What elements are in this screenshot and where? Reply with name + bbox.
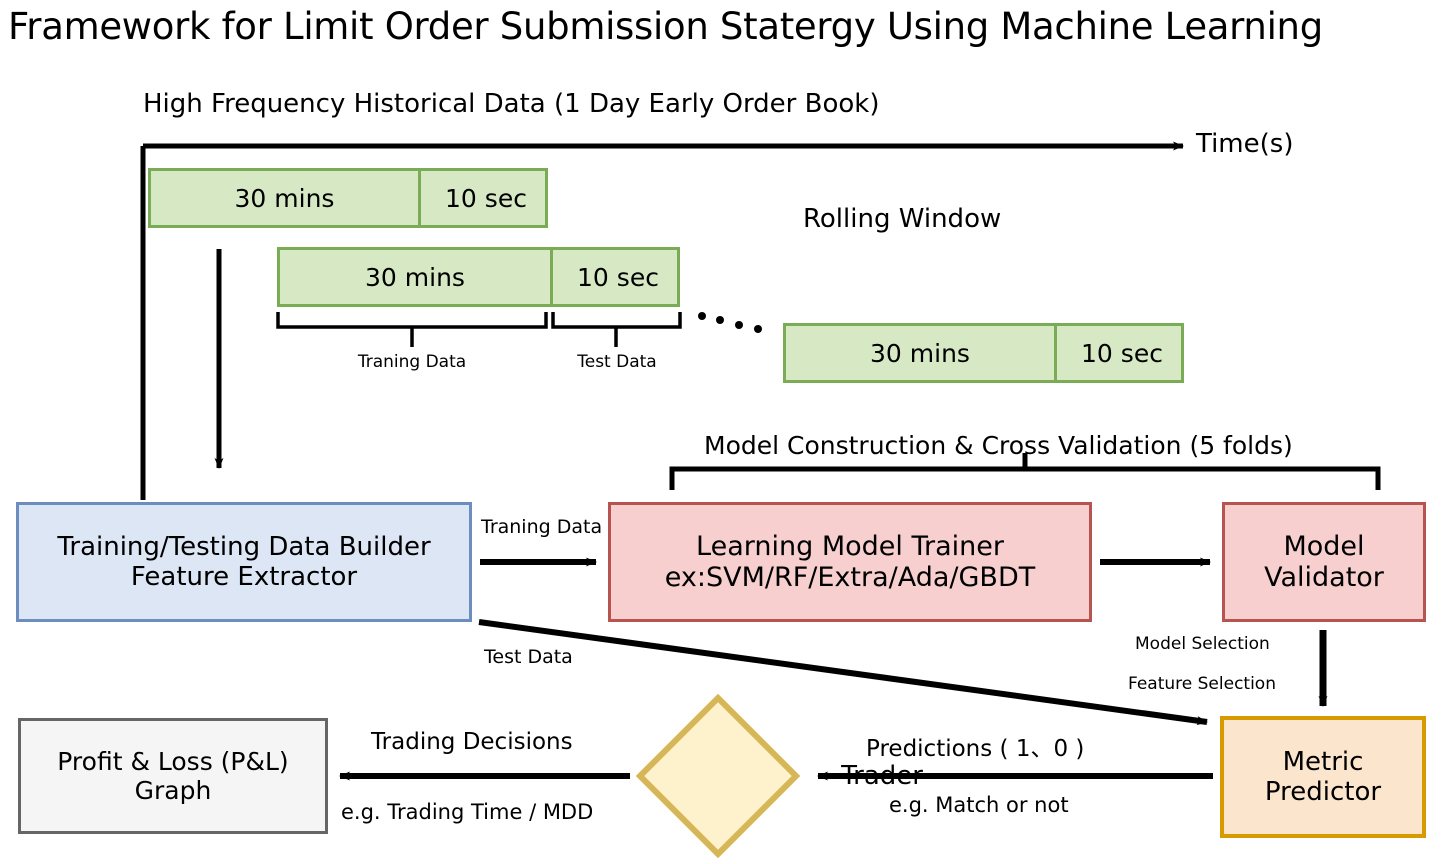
edge-label-trading-decisions: Trading Decisions [371, 729, 573, 755]
window-3-train-segment: 30 mins [870, 338, 970, 368]
model-validator-line-1: Model [1283, 531, 1365, 562]
builder-to-metric-arrow [478, 619, 1208, 726]
edge-label-test-data: Test Data [484, 646, 573, 668]
window-1-test-segment: 10 sec [418, 171, 551, 225]
window-2-test-segment: 10 sec [550, 250, 683, 304]
edge-label-feature-selection: Feature Selection [1128, 674, 1276, 694]
edge-label-model-selection: Model Selection [1135, 634, 1270, 654]
trader-diamond-shape [635, 693, 801, 859]
window-3-test-segment: 10 sec [1054, 326, 1187, 380]
edge-label-trading-decisions-sub: e.g. Trading Time / MDD [341, 800, 594, 824]
data-builder-line-1: Training/Testing Data Builder [57, 532, 431, 562]
trader-node[interactable]: Trader [635, 693, 923, 859]
model-trainer-line-2: ex:SVM/RF/Extra/Ada/GBDT [664, 562, 1036, 593]
training-data-bracket [276, 312, 548, 347]
pnl-line-1: Profit & Loss (P&L) [57, 747, 289, 776]
window-1-train-segment: 30 mins [234, 183, 335, 213]
ellipsis-dots [698, 312, 762, 333]
data-builder-line-2: Feature Extractor [130, 562, 358, 592]
rolling-window-bar-2: 30 mins 10 sec [277, 247, 680, 307]
pnl-line-2: Graph [134, 776, 212, 805]
pnl-graph-box[interactable]: Profit & Loss (P&L) Graph [18, 718, 328, 834]
metric-predictor-line-2: Predictor [1264, 777, 1382, 807]
cross-validation-label: Model Construction & Cross Validation (5… [704, 431, 1293, 460]
edge-label-training-data: Traning Data [481, 516, 603, 538]
model-trainer-line-1: Learning Model Trainer [696, 531, 1004, 562]
model-validator-box[interactable]: Model Validator [1222, 502, 1426, 622]
rolling-window-label: Rolling Window [803, 204, 1002, 234]
window-2-train-segment: 30 mins [365, 262, 465, 292]
edge-label-predictions-sub: e.g. Match or not [889, 793, 1069, 817]
timeline-subtitle: High Frequency Historical Data (1 Day Ea… [143, 89, 880, 119]
training-data-bracket-label: Traning Data [357, 352, 467, 372]
rolling-window-bar-1: 30 mins 10 sec [148, 168, 548, 228]
metric-predictor-box[interactable]: Metric Predictor [1220, 716, 1426, 838]
data-builder-box[interactable]: Training/Testing Data Builder Feature Ex… [16, 502, 472, 622]
test-data-bracket-label: Test Data [577, 352, 657, 372]
page-title: Framework for Limit Order Submission Sta… [8, 5, 1323, 48]
model-trainer-box[interactable]: Learning Model Trainer ex:SVM/RF/Extra/A… [608, 502, 1092, 622]
model-validator-line-2: Validator [1264, 562, 1384, 593]
trader-label: Trader [841, 761, 923, 791]
time-axis-label: Time(s) [1196, 129, 1294, 159]
test-data-bracket [551, 312, 682, 347]
metric-predictor-line-1: Metric [1282, 747, 1364, 777]
rolling-window-bar-3: 30 mins 10 sec [783, 323, 1184, 383]
edge-label-predictions: Predictions ( 1、0 ) [866, 736, 1085, 762]
